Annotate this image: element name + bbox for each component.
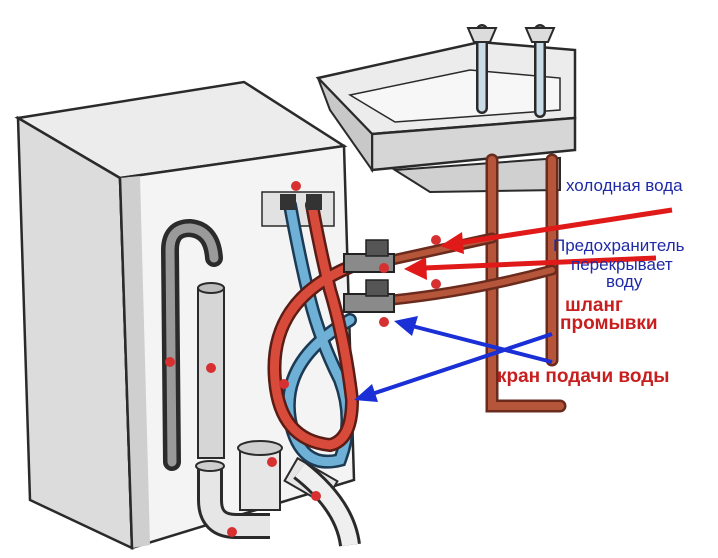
- arrow-flush-hose: [354, 332, 553, 402]
- label-hose-line1: шланг: [565, 295, 623, 316]
- inlet-hoses: [267, 198, 360, 469]
- arrow-valve: [394, 316, 553, 364]
- drain-siphon: [195, 440, 361, 547]
- label-fuse-line3: воду: [606, 272, 643, 291]
- shutoff-valve-icon: [280, 194, 395, 313]
- label-fuse-line2: перекрывает: [571, 255, 673, 274]
- label-hose-line2: промывки: [560, 313, 658, 334]
- drain-hose: [160, 218, 223, 471]
- label-fuse-line1: Предохранитель: [553, 236, 685, 255]
- markers: [165, 181, 441, 537]
- arrow-fuse: [404, 255, 657, 280]
- faucet-icon: [466, 24, 556, 118]
- label-water-valve: кран подачи воды: [497, 366, 670, 387]
- sink: [315, 40, 577, 194]
- arrow-cold-water: [440, 207, 673, 254]
- label-cold-water: холодная вода: [566, 176, 683, 195]
